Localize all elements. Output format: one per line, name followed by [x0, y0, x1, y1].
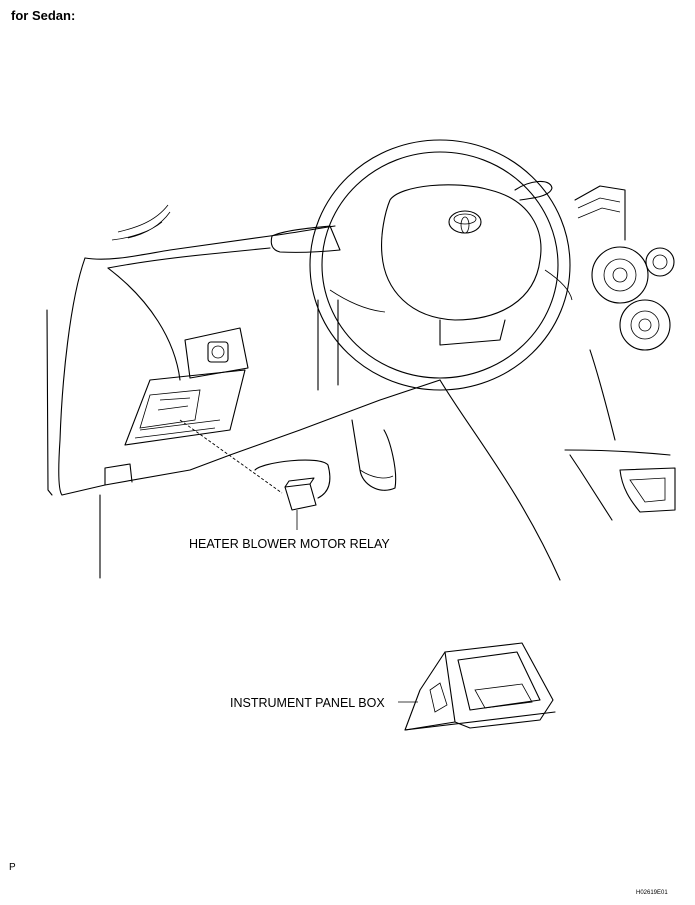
- door-edge: [46, 309, 53, 496]
- panel-box-side-detail: [429, 682, 448, 713]
- pedal-bracket: [254, 459, 331, 499]
- right-stalk: [514, 180, 553, 201]
- dashboard-top: [84, 225, 336, 260]
- figure-heading: for Sedan:: [11, 8, 76, 23]
- dash-face: [107, 267, 181, 381]
- spoke-right: [544, 269, 573, 301]
- toyota-logo-center: [460, 216, 470, 234]
- console-panel-inner: [629, 477, 666, 503]
- pedal-pad: [359, 469, 394, 479]
- steering-wheel-inner: [321, 151, 559, 379]
- relay-cavity: [124, 369, 246, 446]
- dial-lower-center: [638, 318, 652, 332]
- relay-top: [284, 477, 315, 488]
- relay-callout: HEATER BLOWER MOTOR RELAY: [189, 537, 390, 551]
- column-lower: [317, 299, 339, 391]
- corner-mark: P: [9, 862, 16, 873]
- console-panel: [619, 467, 676, 513]
- panel-box-inner: [474, 683, 533, 709]
- steering-wheel-rim: [309, 139, 571, 391]
- switch-knob: [211, 345, 225, 359]
- panel-box-side: [404, 651, 456, 731]
- cavity-grid: [134, 419, 221, 439]
- figure-code: H02619E01: [636, 890, 668, 896]
- console-right: [564, 449, 671, 456]
- panel-box-callout: INSTRUMENT PANEL BOX: [230, 696, 385, 710]
- knee-panel-edge: [104, 463, 133, 486]
- cavity-detail: [139, 389, 201, 429]
- airbag-hub: [381, 184, 542, 321]
- toyota-logo-ring: [453, 213, 477, 225]
- dial-right: [645, 247, 675, 277]
- dial-upper: [591, 246, 649, 304]
- glovebox-upper: [184, 327, 249, 379]
- dashboard-left-curve: [58, 257, 86, 496]
- dashboard-top-inner: [107, 247, 271, 269]
- spoke-left: [329, 289, 386, 313]
- steering-column: [270, 225, 341, 253]
- cluster-lines: [577, 197, 621, 219]
- panel-box-opening: [457, 651, 541, 711]
- cluster-frame: [574, 185, 626, 241]
- dial-lower-inner: [630, 310, 660, 340]
- switch-knob-housing: [207, 341, 229, 363]
- relay-body: [284, 483, 317, 511]
- console-lower: [439, 379, 561, 581]
- relay-leader: [179, 419, 283, 494]
- dial-upper-inner: [603, 258, 637, 292]
- panel-box-flange: [404, 711, 556, 731]
- dial-upper-center: [612, 267, 628, 283]
- dial-right-inner: [652, 254, 668, 270]
- wheel-spoke-bottom: [439, 319, 506, 346]
- pedal-arm: [351, 419, 397, 491]
- console-edge: [589, 349, 616, 441]
- console-base: [569, 454, 613, 521]
- panel-box-outline: [444, 642, 554, 729]
- dial-lower: [619, 299, 671, 351]
- vent-left: [111, 204, 171, 241]
